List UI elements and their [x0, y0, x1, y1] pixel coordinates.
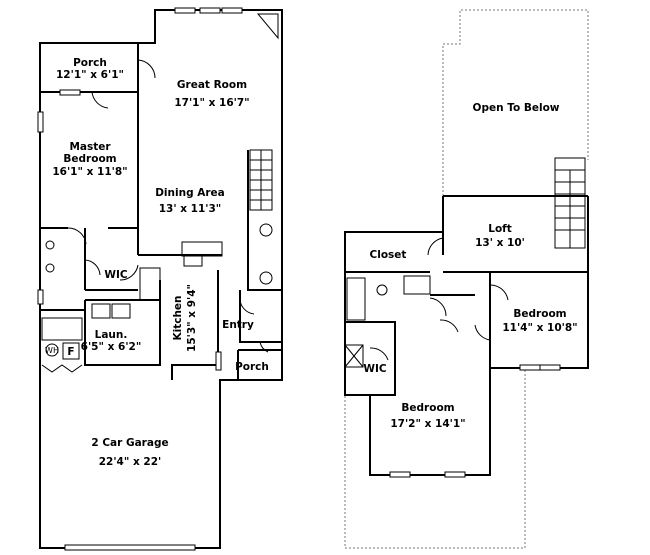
laundry-wall: [84, 299, 161, 366]
master-bedroom-size: 16'1" x 11'8": [52, 166, 127, 178]
hvac-box-x: [344, 344, 364, 368]
kitchen-island: [181, 241, 223, 257]
first-floor-outer-wall: [39, 9, 283, 549]
door-swing: [489, 284, 509, 301]
door-swing: [239, 299, 255, 315]
kitchen-label: Kitchen: [172, 295, 184, 340]
kitchen-size: 15'3" x 9'4": [186, 284, 198, 352]
second-floor-wall: [344, 196, 589, 476]
door-swing: [91, 91, 109, 109]
laundry-label: Laun.: [95, 329, 128, 341]
door-swing: [259, 341, 269, 353]
kitchen-counter: [139, 267, 161, 301]
first-floor-plan: WH F Porch 12'1" x 6'1" Great Room 17'1"…: [37, 7, 283, 551]
bedroom-right-label: Bedroom: [513, 308, 566, 320]
entry-label: Entry: [222, 319, 254, 331]
roof-outline: [344, 232, 526, 549]
garage-label: 2 Car Garage: [91, 437, 168, 449]
sink-first-floor: [259, 271, 273, 285]
great-room-size: 17'1" x 16'7": [174, 97, 249, 109]
door-swing: [369, 347, 389, 361]
door-swing: [474, 324, 491, 341]
laundry-size: 6'5" x 6'2": [81, 341, 142, 353]
door-swing: [137, 59, 156, 79]
window: [444, 471, 466, 478]
bedroom-right-size: 11'4" x 10'8": [502, 322, 577, 334]
bathtub-upper: [346, 277, 366, 321]
dining-area-size: 13' x 11'3": [159, 203, 222, 215]
door-swing: [439, 319, 459, 333]
porch-top-label: Porch: [73, 57, 107, 69]
window: [37, 289, 44, 305]
wic-first-floor-label: WIC: [104, 269, 127, 281]
loft-label: Loft: [488, 223, 512, 235]
window: [519, 364, 541, 371]
bedroom-bottom-size: 17'2" x 14'1": [390, 418, 465, 430]
door-swing: [429, 297, 447, 317]
closet-label: Closet: [370, 249, 407, 261]
loft-size: 13' x 10': [475, 237, 525, 249]
window: [221, 7, 243, 14]
bath-upper-wall: [345, 294, 475, 396]
second-floor-plan: Open To Below Loft 13' x 10' Closet Bedr…: [344, 9, 589, 549]
bath-sink: [45, 240, 55, 250]
hvac-box: [344, 344, 364, 368]
entry-wall: [237, 290, 282, 380]
door-swing: [119, 264, 139, 281]
window: [539, 364, 561, 371]
bathtub: [41, 317, 83, 341]
furnace-label: F: [67, 346, 74, 358]
washer: [91, 303, 111, 319]
window: [215, 351, 222, 371]
water-heater-icon: [45, 343, 59, 357]
dryer: [111, 303, 131, 319]
door-swing: [41, 364, 83, 373]
window: [59, 89, 81, 96]
furnace-icon: [62, 342, 80, 360]
master-bedroom-label-1: Master: [69, 141, 111, 153]
vanity-upper: [403, 275, 431, 295]
great-room-label: Great Room: [177, 79, 247, 91]
toilet-upper: [376, 284, 388, 296]
open-to-below-outline: [442, 9, 589, 196]
window: [389, 471, 411, 478]
window: [199, 7, 221, 14]
open-to-below-label: Open To Below: [473, 102, 560, 114]
door-swing: [67, 227, 87, 245]
bath-sink: [45, 263, 55, 273]
porch-top-size: 12'1" x 6'1": [56, 69, 124, 81]
wic-wall: [84, 228, 139, 291]
door-swing: [427, 237, 444, 256]
wic-second-floor-label: WIC: [363, 363, 386, 375]
toilet-first-floor: [259, 223, 273, 237]
door-swing: [84, 259, 101, 276]
dining-area-label: Dining Area: [155, 187, 225, 199]
closet-wall: [345, 232, 589, 368]
porch-bottom-label: Porch: [235, 361, 269, 373]
window: [174, 7, 196, 14]
stairs-second-floor: [554, 157, 586, 249]
bedroom-bottom-label: Bedroom: [401, 402, 454, 414]
stair-wall: [247, 150, 282, 291]
master-bedroom-label-2: Bedroom: [63, 153, 116, 165]
kitchen-sink: [183, 255, 203, 267]
garage-size: 22'4" x 22': [99, 456, 162, 468]
garage-door: [64, 544, 196, 551]
water-heater-label: WH: [45, 346, 59, 355]
stairs-first-floor: [249, 149, 273, 211]
fireplace: [256, 13, 279, 40]
window: [37, 111, 44, 133]
